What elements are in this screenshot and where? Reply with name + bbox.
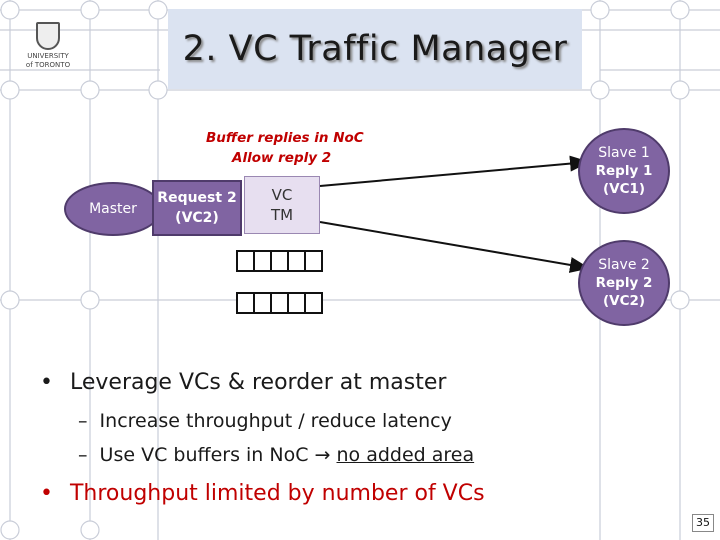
logo-line-2: of TORONTO (25, 61, 71, 69)
master-node: Master (64, 182, 162, 236)
slave-2-reply: Reply 2 (595, 275, 653, 291)
slave-1-node: Slave 1 Reply 1 (VC1) (578, 128, 670, 214)
bullet-throughput-limited: • Throughput limited by number of VCs (40, 481, 485, 506)
arrow-to-slave-2 (319, 221, 590, 273)
tm-label: TM (270, 206, 294, 224)
bullet-leverage-vcs: • Leverage VCs & reorder at master (40, 370, 446, 395)
slave-2-node: Slave 2 Reply 2 (VC2) (578, 240, 670, 326)
sub-bullet-2-text: Use VC buffers in NoC (99, 444, 309, 466)
vc-label: VC (271, 186, 293, 204)
arrow-to-slave-1 (319, 155, 590, 187)
allow-reply-label: Allow reply 2 (232, 150, 332, 166)
vc-buffer-1 (236, 250, 332, 272)
request-vc-label: (VC2) (175, 210, 219, 226)
slide-title: 2. VC Traffic Manager (182, 29, 568, 69)
buffer-cell (304, 292, 323, 314)
request-label: Request 2 (157, 190, 237, 206)
page-number: 35 (692, 514, 714, 532)
bullet-2-text: Throughput limited by number of VCs (69, 481, 485, 506)
title-banner: 2. VC Traffic Manager (168, 9, 582, 89)
sub-bullet-1-text: Increase throughput / reduce latency (99, 410, 452, 432)
request-2-box: Request 2 (VC2) (152, 180, 242, 236)
dash-icon: – (78, 444, 88, 466)
slave-1-vc: (VC1) (602, 181, 646, 197)
bullet-dot-icon: • (40, 481, 53, 506)
vc-tm-box: VC TM (244, 176, 320, 234)
bullet-1-text: Leverage VCs & reorder at master (69, 370, 447, 395)
university-logo: UNIVERSITY of TORONTO (18, 22, 78, 82)
buffer-cell (304, 250, 323, 272)
sub-bullet-throughput: – Increase throughput / reduce latency (78, 410, 452, 432)
master-label: Master (89, 201, 137, 217)
buffer-replies-label: Buffer replies in NoC (206, 130, 364, 146)
sub-bullet-2-emphasis: no added area (336, 444, 475, 466)
vc-buffer-2 (236, 292, 332, 314)
sub-bullet-vc-buffers: – Use VC buffers in NoC → no added area (78, 444, 474, 466)
crest-icon (36, 22, 60, 50)
slave-1-title: Slave 1 (598, 145, 650, 161)
dash-icon: – (78, 410, 88, 432)
slave-2-title: Slave 2 (598, 257, 650, 273)
slave-1-reply: Reply 1 (595, 163, 653, 179)
right-arrow-icon: → (314, 444, 331, 466)
slave-2-vc: (VC2) (602, 293, 646, 309)
logo-line-1: UNIVERSITY (27, 52, 69, 60)
bullet-dot-icon: • (40, 370, 53, 395)
